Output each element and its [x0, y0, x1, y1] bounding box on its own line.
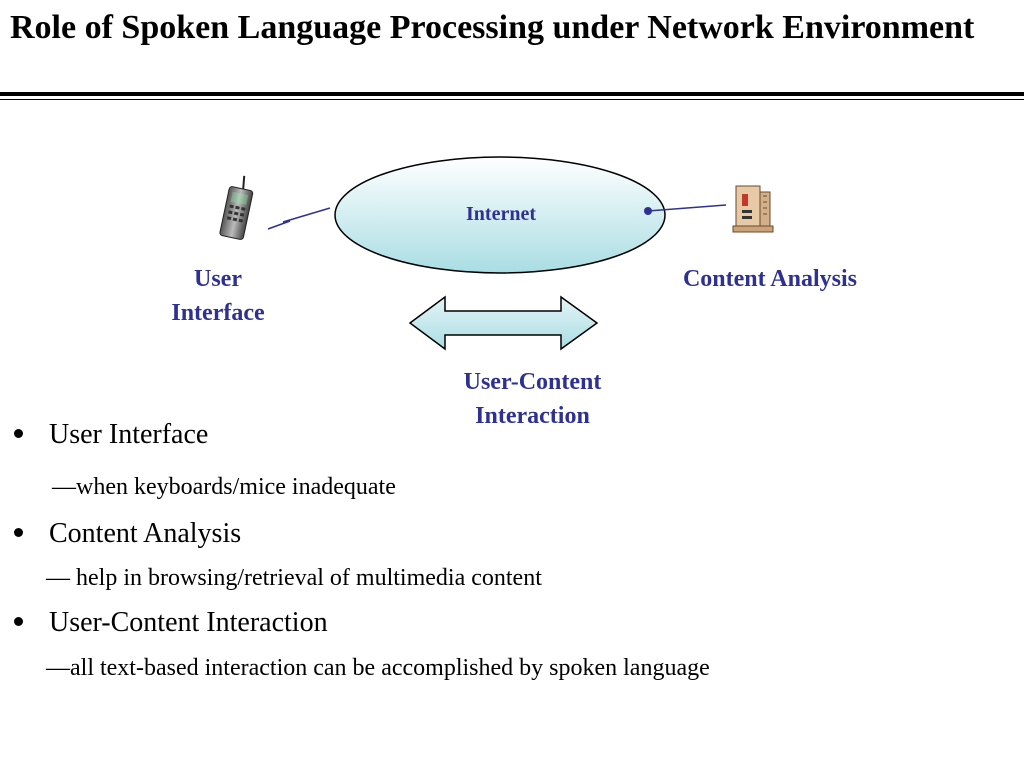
bullet-title: User Interface — [49, 419, 209, 450]
bullet-dot-icon — [14, 617, 23, 626]
bullet-detail: —all text-based interaction can be accom… — [46, 655, 710, 681]
slide-title: Role of Spoken Language Processing under… — [10, 9, 975, 46]
bullet-title: Content Analysis — [49, 518, 242, 549]
mobile-phone-icon — [219, 175, 254, 240]
content-analysis-label: Content Analysis — [682, 266, 858, 292]
bullet-item-user-interface: User Interface — [14, 418, 208, 452]
diagram-canvas — [219, 156, 774, 351]
interaction-double-arrow — [408, 295, 599, 351]
server-link — [647, 204, 727, 212]
server-link-node — [644, 207, 652, 215]
bullet-item-content-analysis: Content Analysis — [14, 517, 241, 551]
title-divider-thick — [0, 92, 1024, 96]
internet-label: Internet — [466, 203, 536, 225]
interaction-label-line1: User-Content — [463, 369, 602, 395]
bullet-item-user-content-interaction: User-Content Interaction — [14, 606, 328, 640]
user-interface-label-line2: Interface — [171, 300, 265, 326]
interaction-label-line2: Interaction — [475, 403, 590, 429]
lightning-link-icon — [267, 207, 331, 230]
bullet-title: User-Content Interaction — [49, 607, 328, 638]
network-diagram: Internet User Interface Content Analysis… — [148, 156, 858, 433]
bullet-dot-icon — [14, 429, 23, 438]
user-interface-label-line1: User — [194, 266, 242, 292]
server-icon — [732, 185, 774, 233]
user-content-interaction-label: User-Content Interaction — [420, 365, 645, 433]
internet-cloud — [334, 156, 666, 274]
bullet-detail: —when keyboards/mice inadequate — [52, 474, 396, 500]
bullet-dot-icon — [14, 528, 23, 537]
user-interface-label: User Interface — [148, 262, 288, 330]
title-divider-thin — [0, 99, 1024, 100]
bullet-detail: — help in browsing/retrieval of multimed… — [46, 565, 542, 591]
